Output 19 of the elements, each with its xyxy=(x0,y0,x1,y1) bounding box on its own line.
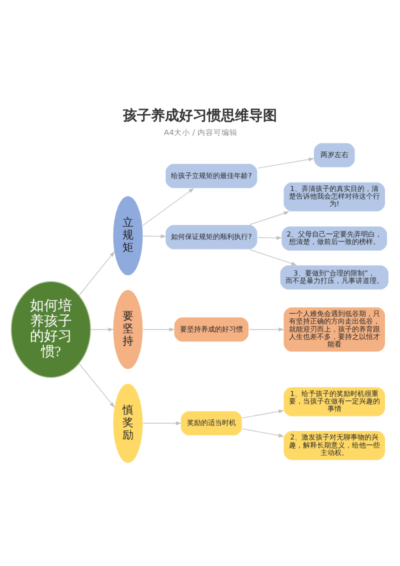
arrow xyxy=(142,188,194,226)
node-ellipse: 立规矩 xyxy=(112,194,144,276)
arrow xyxy=(142,234,166,238)
arrow xyxy=(142,327,175,331)
arrow xyxy=(90,327,114,331)
arrow xyxy=(78,250,115,296)
arrow xyxy=(250,248,297,265)
arrow xyxy=(142,420,182,425)
node-ellipse: 如何培养孩子的好习惯? xyxy=(10,280,91,378)
arrow xyxy=(250,210,290,224)
node-ellipse: 要坚持 xyxy=(112,288,144,370)
arrow xyxy=(78,362,115,408)
arrow xyxy=(257,235,282,240)
arrow xyxy=(242,409,284,418)
arrow xyxy=(242,428,284,437)
node-ellipse: 慎奖励 xyxy=(112,382,144,464)
diagram-title: 孩子养成好习惯思维导图 xyxy=(122,107,277,124)
arrow xyxy=(257,157,314,168)
arrow xyxy=(248,327,284,331)
